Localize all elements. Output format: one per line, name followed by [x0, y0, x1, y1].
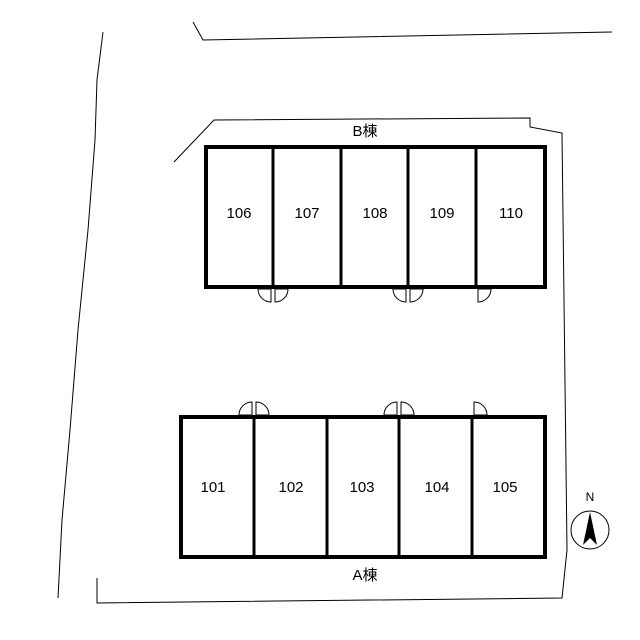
building-b-label: B棟 — [352, 123, 377, 140]
door-icon — [255, 401, 270, 416]
north-arrow-icon: N — [570, 490, 610, 550]
building-a-label: A棟 — [352, 567, 377, 584]
door-icon — [473, 401, 488, 416]
door-icon — [383, 401, 398, 416]
unit-104-label: 104 — [424, 479, 449, 496]
building-a: 101 102 103 104 105 — [179, 401, 547, 559]
unit-105-label: 105 — [492, 479, 517, 496]
unit-107-label: 107 — [294, 205, 319, 222]
door-icon — [257, 288, 272, 303]
road-edge-line — [57, 31, 104, 599]
door-icon — [392, 288, 407, 303]
door-icon — [238, 401, 253, 416]
building-a-outline — [179, 415, 547, 559]
building-b-outline — [204, 145, 547, 289]
unit-110-label: 110 — [499, 205, 523, 222]
lot-boundary — [96, 117, 568, 604]
unit-106-label: 106 — [226, 205, 251, 222]
door-icon — [400, 401, 415, 416]
unit-108-label: 108 — [362, 205, 387, 222]
unit-109-label: 109 — [429, 205, 454, 222]
door-icon — [477, 288, 492, 303]
unit-103-label: 103 — [349, 479, 374, 496]
door-icon — [409, 288, 424, 303]
unit-102-label: 102 — [278, 479, 303, 496]
door-icon — [274, 288, 289, 303]
unit-101-label: 101 — [200, 479, 225, 496]
compass-label: N — [586, 490, 595, 504]
compass-needle — [583, 512, 597, 545]
building-b: 106 107 108 109 110 — [204, 145, 547, 303]
top-boundary-line — [192, 21, 613, 41]
